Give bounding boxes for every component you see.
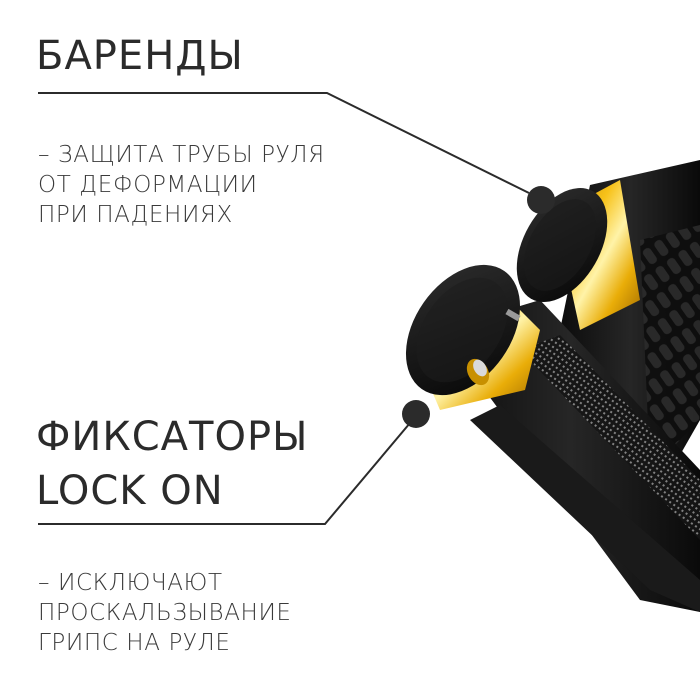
back-bar-end <box>516 180 640 330</box>
callout-2-title-line: LOCK ON <box>36 468 224 514</box>
callout-2-desc-line: ПРОСКАЛЬЗЫВАНИЕ <box>38 600 292 626</box>
callout-1-title-line: БАРЕНДЫ <box>36 33 244 79</box>
callout-2-description: – ИСКЛЮЧАЮТ ПРОСКАЛЬЗЫВАНИЕ ГРИПС НА РУЛ… <box>38 568 292 658</box>
front-lock-on-clamp <box>405 264 540 410</box>
callout-1-connector-line <box>38 92 530 194</box>
callout-1-desc-line: – ЗАЩИТА ТРУБЫ РУЛЯ <box>38 142 325 168</box>
callout-2-title-line: ФИКСАТОРЫ <box>36 414 309 460</box>
callout-1-description: – ЗАЩИТА ТРУБЫ РУЛЯ ОТ ДЕФОРМАЦИИ ПРИ ПА… <box>38 140 325 230</box>
callout-1-desc-line: ОТ ДЕФОРМАЦИИ <box>38 172 258 198</box>
dot-icon <box>402 400 430 428</box>
callout-2-desc-line: – ИСКЛЮЧАЮТ <box>38 570 223 596</box>
callout-2-connector-line <box>38 422 411 525</box>
callout-1-desc-line: ПРИ ПАДЕНИЯХ <box>38 202 233 228</box>
dot-icon <box>527 186 555 214</box>
callout-1-title: БАРЕНДЫ <box>36 32 244 80</box>
callout-2-desc-line: ГРИПС НА РУЛЕ <box>38 630 231 656</box>
callout-2-title: ФИКСАТОРЫ LOCK ON <box>36 410 308 518</box>
